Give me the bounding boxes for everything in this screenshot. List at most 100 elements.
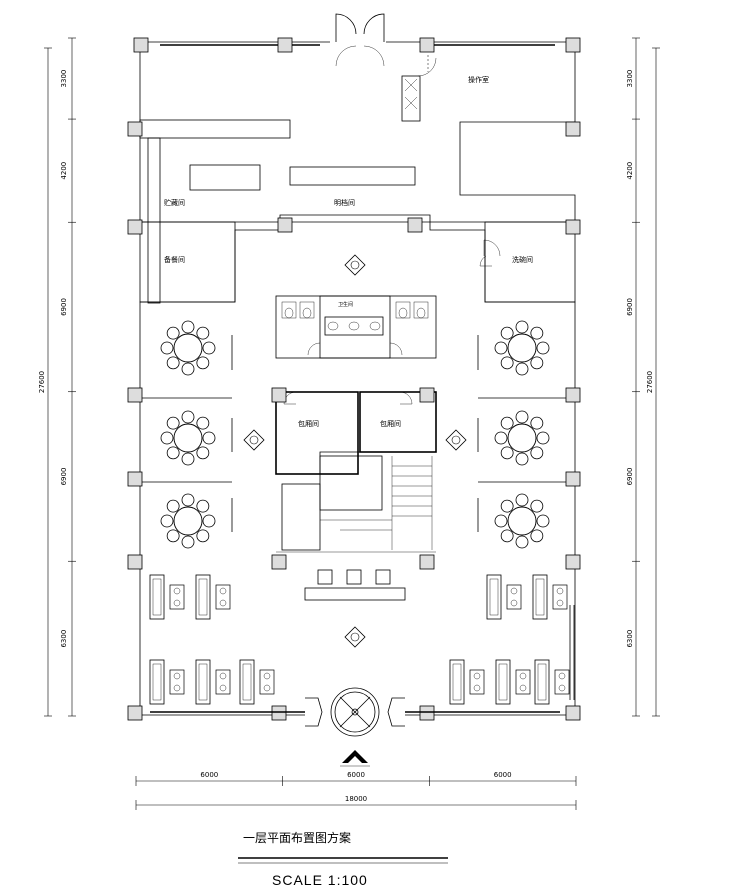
table-top [507,333,537,363]
chair [530,446,544,460]
dim-bottom-label: 6000 [494,771,512,779]
marker-diamond [344,626,366,648]
booth-plate [173,587,181,595]
booth-table [515,669,531,695]
booth [495,659,531,705]
column-icon [565,121,581,137]
chair [166,326,180,340]
chair [536,514,550,528]
booth [149,659,185,705]
chair [196,499,210,513]
booth [195,574,231,620]
booth-table [215,584,231,610]
dim-right-label: 6900 [626,468,634,486]
round-table [160,493,216,549]
round-table [494,410,550,466]
chair [530,529,544,543]
round-tables [160,320,550,549]
room-label-top-right: 操作室 [468,75,489,84]
chair [181,362,195,376]
north-arrow-icon [340,750,370,767]
table-top [173,333,203,363]
table-top [507,423,537,453]
booth-plate [263,684,271,692]
chair [196,416,210,430]
dimension-lines: 3300420069006900630033004200690069006300… [38,37,660,810]
marker-ring [350,632,360,642]
booth-cushion [535,578,545,616]
marker-diamond [243,429,265,451]
booth-cushion [537,663,547,701]
dim-right-label: 3300 [626,70,634,88]
booth-bench [449,659,465,705]
chair [500,499,514,513]
room-label-restroom: 卫生间 [338,301,353,308]
booth-plate [558,684,566,692]
chair [515,410,529,424]
chair [181,452,195,466]
column-icon [565,554,581,570]
column-icon [127,387,143,403]
chair [536,341,550,355]
floor-marker-icon [243,429,265,451]
dim-total-bottom-label: 18000 [345,795,367,803]
booth-plate [556,587,564,595]
chair [530,499,544,513]
marker-ring [451,435,461,445]
dim-left-label: 6300 [60,630,68,648]
floor-marker-icon [344,254,366,276]
front-entrance [150,687,560,737]
column-icon [271,387,287,403]
round-table [494,320,550,376]
booth [486,574,522,620]
chair [494,431,508,445]
booth-table [169,584,185,610]
column-icon [133,37,149,53]
booth-plate [219,599,227,607]
column-icon [277,37,293,53]
chair [196,356,210,370]
dim-left-label: 3300 [60,70,68,88]
booth-bench [486,574,502,620]
chair [515,362,529,376]
booth-plate [263,672,271,680]
booth [149,574,185,620]
chair [530,326,544,340]
chair [202,514,216,528]
booth-bench [532,574,548,620]
floor-marker-icon [344,626,366,648]
chair [166,416,180,430]
chair [500,356,514,370]
chair [196,326,210,340]
booth-bench [195,659,211,705]
booth [195,659,231,705]
chair [515,320,529,334]
booth-plate [473,684,481,692]
column-icon [127,219,143,235]
marker-diamond [445,429,467,451]
chair [494,341,508,355]
reception-counter [304,569,406,601]
room-label-vip-right: 包厢间 [380,419,401,428]
booth-cushion [152,578,162,616]
dim-right-label: 4200 [626,162,634,180]
room-label-display-kitchen: 明档间 [334,198,355,207]
dim-total-left-label: 27600 [38,371,46,393]
booth [534,659,570,705]
column-icon [127,554,143,570]
chair [494,514,508,528]
dim-left-label: 6900 [60,298,68,316]
room-label-store: 贮藏间 [164,198,185,207]
booth-cushion [152,663,162,701]
chair [181,535,195,549]
booth-cushion [498,663,508,701]
column-icon [565,219,581,235]
round-table [160,410,216,466]
column-icon [565,387,581,403]
booth-cushion [198,663,208,701]
column-icon [127,471,143,487]
room-label-vip-left: 包厢间 [298,419,319,428]
drawing-scale: SCALE 1:100 [272,872,368,888]
table-top [173,423,203,453]
booth-cushion [452,663,462,701]
